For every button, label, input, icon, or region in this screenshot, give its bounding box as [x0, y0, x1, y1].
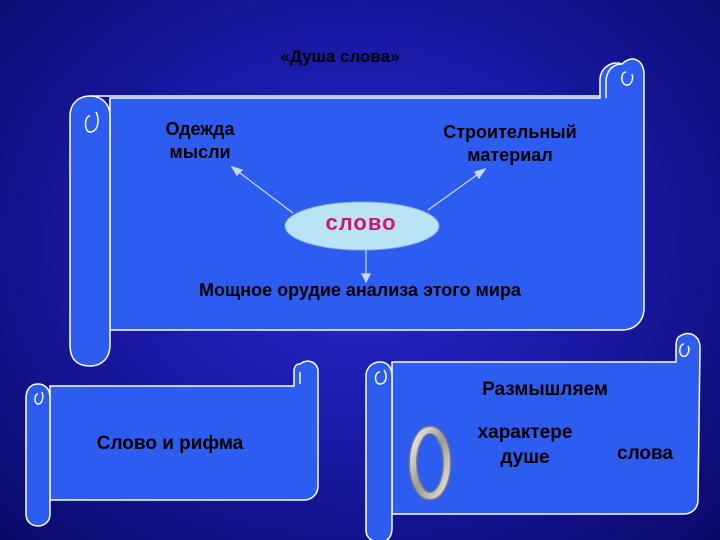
- label-moshchnoe-orudie: Мощное орудие анализа этого мира: [199, 280, 521, 300]
- label-stroitelny-material: Строительный материал: [443, 122, 577, 165]
- label-odezhda-mysli: Одежда мысли: [165, 119, 235, 162]
- label-slovo-i-rifma: Слово и рифма: [96, 433, 244, 454]
- label-slova: слова: [617, 443, 673, 464]
- arrows: [230, 165, 487, 284]
- label-haraktere-dushe: характере душе: [477, 422, 573, 468]
- rhyme-scroll: [25, 360, 319, 527]
- reflect-scroll: [365, 332, 701, 540]
- page-title: «Душа слова»: [280, 47, 400, 66]
- center-word-slovo: слово: [325, 210, 397, 235]
- label-razmyshlyaem: Размышляем: [482, 379, 608, 400]
- main-scroll: [69, 58, 645, 367]
- slovo-oval: [284, 201, 440, 251]
- letter-o-ring: [408, 425, 452, 501]
